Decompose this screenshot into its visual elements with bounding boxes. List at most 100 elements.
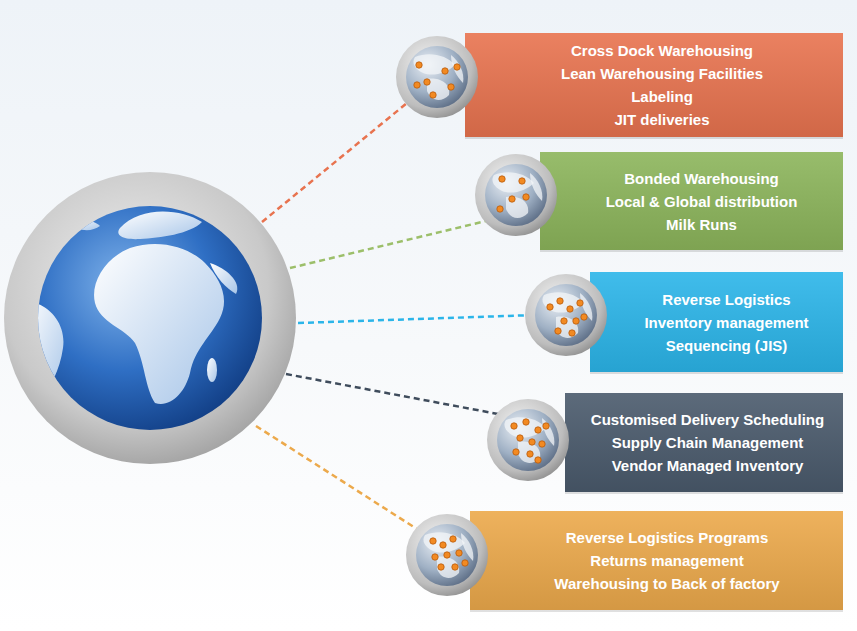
band-shade: [540, 152, 843, 250]
location-dot: [414, 82, 420, 88]
location-dot: [561, 318, 567, 324]
globe-ring: [396, 36, 478, 118]
location-dot: [569, 330, 575, 336]
service-item: Customised Delivery Scheduling: [591, 408, 824, 431]
location-dot: [416, 62, 422, 68]
service-item: Inventory management: [644, 311, 808, 334]
service-item: Vendor Managed Inventory: [612, 454, 804, 477]
globe-ring: [4, 172, 296, 464]
leader-line: [290, 221, 486, 268]
band-shade: [465, 33, 843, 137]
continent: [504, 417, 546, 437]
globe-sea: [406, 46, 468, 108]
location-dot: [456, 550, 462, 556]
location-dot: [539, 441, 545, 447]
location-dot: [432, 554, 438, 560]
location-dot: [513, 449, 519, 455]
location-dot: [517, 435, 523, 441]
continent: [70, 220, 100, 230]
continent: [580, 293, 592, 321]
location-dot: [448, 84, 454, 90]
location-dot: [509, 196, 515, 202]
service-item: Sequencing (JIS): [666, 334, 788, 357]
location-dot: [424, 79, 430, 85]
continent: [542, 292, 584, 312]
continent: [413, 54, 455, 74]
band-shape: [590, 272, 843, 374]
small-globe: [406, 514, 488, 596]
location-dot: [577, 300, 583, 306]
globe-ring: [487, 399, 569, 481]
service-band: Customised Delivery SchedulingSupply Cha…: [575, 393, 840, 492]
service-item: Local & Global distribution: [606, 190, 798, 213]
location-dot: [438, 564, 444, 570]
big-globe: [4, 172, 296, 464]
small-globe: [396, 36, 478, 118]
continent: [451, 55, 463, 83]
band-shape: [540, 152, 843, 252]
leader-line: [262, 103, 407, 222]
small-globe: [487, 399, 569, 481]
band-fill: [590, 272, 843, 372]
location-dot: [444, 552, 450, 558]
location-dot: [452, 564, 458, 570]
continent: [245, 238, 266, 278]
service-item: Milk Runs: [666, 213, 737, 236]
leader-line: [298, 315, 536, 323]
service-item: Labeling: [631, 85, 693, 108]
service-band: Bonded WarehousingLocal & Global distrib…: [563, 152, 840, 250]
location-dot: [581, 314, 587, 320]
small-globe: [525, 274, 607, 356]
service-item: Warehousing to Back of factory: [554, 572, 779, 595]
location-dot: [497, 206, 503, 212]
location-dot: [454, 64, 460, 70]
continent: [437, 557, 459, 578]
island: [207, 358, 217, 382]
location-dot: [557, 298, 563, 304]
location-dot: [543, 423, 549, 429]
globe-sea: [535, 284, 597, 346]
service-item: Bonded Warehousing: [624, 167, 778, 190]
service-item: Cross Dock Warehousing: [571, 39, 753, 62]
globe-sea: [485, 164, 547, 226]
location-dot: [523, 419, 529, 425]
band-shape: [465, 33, 843, 139]
location-dot: [442, 68, 448, 74]
location-dot: [555, 328, 561, 334]
leader-line: [256, 426, 417, 529]
continent: [118, 211, 202, 239]
service-item: Returns management: [590, 549, 743, 572]
globe-ring: [475, 154, 557, 236]
band-shade: [565, 393, 843, 492]
band-fill: [565, 393, 843, 492]
service-item: Supply Chain Management: [612, 431, 804, 454]
service-item: Reverse Logistics: [662, 288, 790, 311]
leader-line: [286, 374, 498, 414]
location-dot: [547, 304, 553, 310]
band-shade: [590, 272, 843, 372]
continents: [25, 211, 266, 404]
continent: [492, 172, 534, 192]
location-dot: [567, 306, 573, 312]
location-dot: [573, 318, 579, 324]
location-dot: [535, 427, 541, 433]
band-fill: [540, 152, 843, 250]
location-dot: [511, 423, 517, 429]
globe-sea: [497, 409, 559, 471]
service-band: Cross Dock WarehousingLean Warehousing F…: [484, 33, 840, 137]
service-item: JIT deliveries: [614, 108, 709, 131]
service-item: Lean Warehousing Facilities: [561, 62, 763, 85]
band-shape: [565, 393, 843, 494]
continent: [210, 263, 237, 294]
continent: [25, 304, 63, 402]
location-dot: [430, 92, 436, 98]
service-band: Reverse LogisticsInventory managementSeq…: [613, 272, 840, 372]
location-dot: [527, 451, 533, 457]
band-fill: [470, 511, 843, 610]
continent: [530, 173, 542, 201]
location-dot: [523, 194, 529, 200]
globe-sea: [416, 524, 478, 586]
location-dot: [430, 538, 436, 544]
service-item: Reverse Logistics Programs: [566, 526, 769, 549]
globe-sea: [38, 206, 262, 430]
